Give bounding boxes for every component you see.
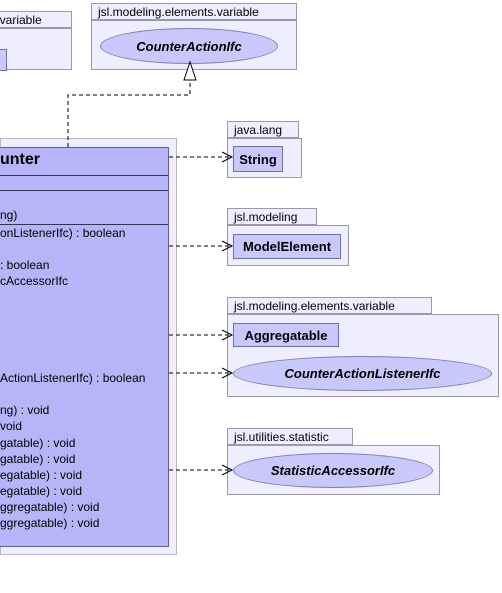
class-member: ActionListenerIfc) : boolean	[0, 371, 146, 385]
divider	[0, 175, 168, 176]
class-label: Aggregatable	[244, 327, 328, 343]
realization-line	[67, 80, 191, 147]
partial-class-box	[0, 49, 7, 71]
class-counter-title: unter	[0, 151, 40, 168]
class-member: ggregatable) : void	[0, 516, 100, 530]
interface-statistic-accessor-ifc[interactable]: StatisticAccessorIfc	[233, 453, 433, 488]
interface-label: StatisticAccessorIfc	[270, 463, 396, 478]
package-label: lvariable	[0, 13, 42, 27]
class-member: ggregatable) : void	[0, 500, 100, 514]
divider	[0, 224, 168, 225]
package-jsl-variable: jsl.modeling.elements.variable Aggregata…	[227, 297, 499, 397]
package-tab: jsl.modeling.elements.variable	[227, 297, 432, 314]
package-jsl-statistic: jsl.utilities.statistic StatisticAccesso…	[227, 428, 440, 495]
package-label: java.lang	[234, 123, 283, 137]
class-member: ng)	[0, 208, 18, 222]
dependency-arrowhead	[221, 464, 234, 476]
package-variable-partial: lvariable	[0, 11, 72, 71]
class-string[interactable]: String	[233, 146, 283, 172]
package-label: jsl.modeling.elements.variable	[98, 5, 259, 19]
dependency-arrowhead	[221, 240, 234, 252]
package-counter-action: jsl.modeling.elements.variable CounterAc…	[91, 3, 297, 70]
interface-counter-action-ifc[interactable]: CounterActionIfc	[100, 28, 278, 64]
class-aggregatable[interactable]: Aggregatable	[233, 323, 339, 347]
class-label: String	[239, 151, 277, 167]
package-label: jsl.modeling	[234, 210, 298, 224]
interface-counter-action-listener-ifc[interactable]: CounterActionListenerIfc	[233, 356, 492, 391]
interface-label: CounterActionListenerIfc	[284, 366, 441, 381]
class-member: egatable) : void	[0, 484, 83, 498]
divider	[0, 190, 168, 191]
class-member: ng) : void	[0, 403, 50, 417]
dependency-arrowhead	[221, 151, 234, 163]
package-java-lang: java.lang String	[227, 121, 302, 178]
package-tab: jsl.modeling.elements.variable	[91, 3, 297, 20]
package-label: jsl.modeling.elements.variable	[234, 299, 395, 313]
interface-label: CounterActionIfc	[136, 38, 242, 54]
class-member: egatable) : void	[0, 468, 83, 482]
realization-arrowhead	[183, 60, 197, 81]
package-tab: lvariable	[0, 11, 72, 28]
package-tab: jsl.modeling	[227, 208, 317, 225]
class-model-element[interactable]: ModelElement	[233, 234, 341, 259]
package-tab: java.lang	[227, 121, 299, 138]
class-member: onListenerIfc) : boolean	[0, 226, 126, 240]
class-label: ModelElement	[242, 239, 332, 254]
class-member: cAccessorIfc	[0, 274, 69, 288]
package-body	[0, 28, 72, 70]
package-label: jsl.utilities.statistic	[234, 430, 329, 444]
package-jsl-modeling: jsl.modeling ModelElement	[227, 208, 349, 266]
class-member: void	[0, 419, 23, 433]
class-counter[interactable]	[0, 147, 169, 547]
package-tab: jsl.utilities.statistic	[227, 428, 353, 445]
dependency-arrowhead	[221, 367, 234, 379]
class-member: : boolean	[0, 258, 50, 272]
dependency-arrowhead	[221, 329, 234, 341]
class-member: gatable) : void	[0, 436, 76, 450]
class-member: gatable) : void	[0, 452, 76, 466]
